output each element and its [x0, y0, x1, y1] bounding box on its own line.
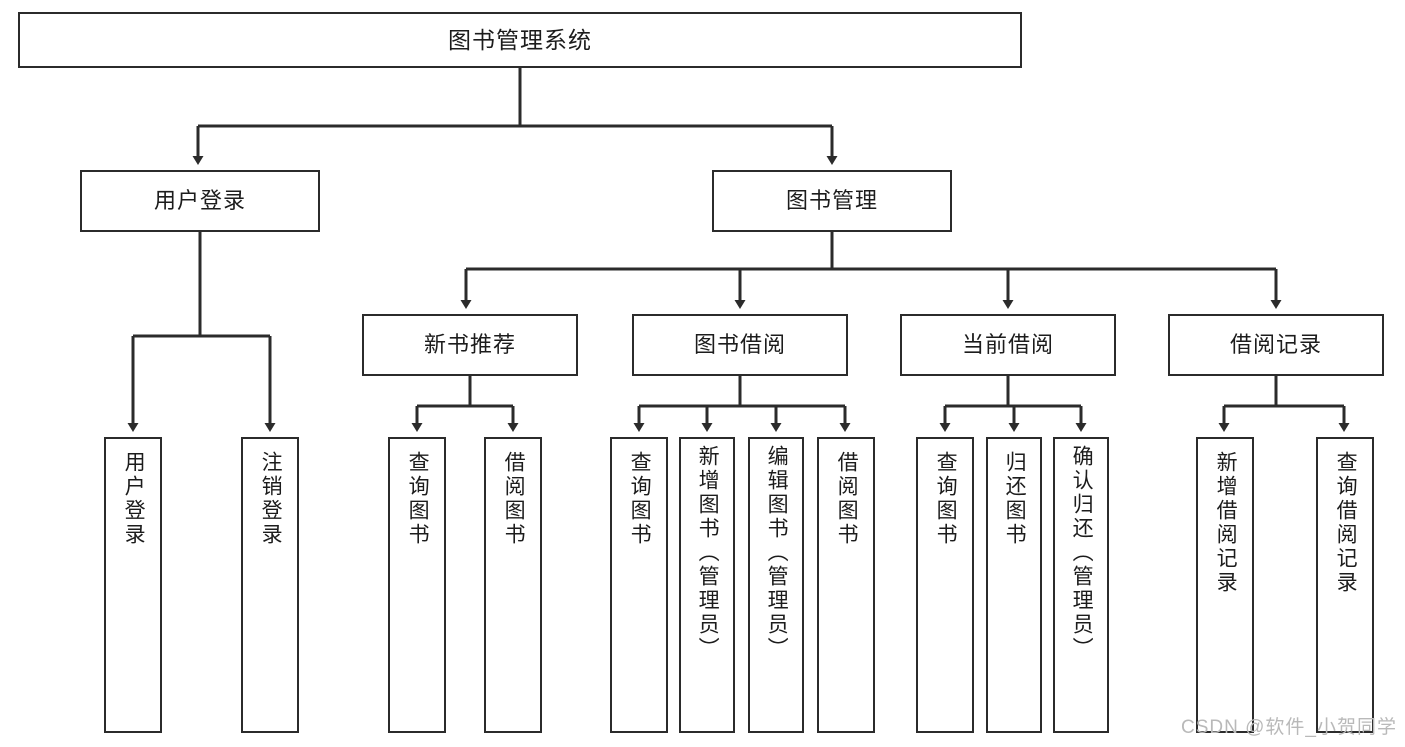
node-user-login[interactable]: 用户登录 — [80, 170, 320, 232]
node-book-management[interactable]: 图书管理 — [712, 170, 952, 232]
node-current-borrow[interactable]: 当前借阅 — [900, 314, 1116, 376]
node-new-book-recommend[interactable]: 新书推荐 — [362, 314, 578, 376]
leaf-add-borrow-record[interactable]: 新增借阅记录 — [1196, 437, 1254, 733]
leaf-confirm-return-admin-label: 确认归还（管理员） — [1070, 445, 1094, 661]
leaf-query-borrow-record[interactable]: 查询借阅记录 — [1316, 437, 1374, 733]
leaf-borrow-book-recommend-label: 借阅图书 — [502, 451, 526, 547]
leaf-query-book-current-label: 查询图书 — [934, 451, 958, 547]
node-borrow-records-label: 借阅记录 — [1229, 332, 1322, 358]
node-user-login-label: 用户登录 — [153, 188, 246, 214]
leaf-user-login-label: 用户登录 — [122, 451, 146, 547]
leaf-user-login[interactable]: 用户登录 — [104, 437, 162, 733]
leaf-query-book-borrow-label: 查询图书 — [628, 451, 652, 547]
leaf-logout-label: 注销登录 — [259, 451, 283, 547]
node-current-borrow-label: 当前借阅 — [961, 332, 1054, 358]
leaf-confirm-return-admin[interactable]: 确认归还（管理员） — [1053, 437, 1109, 733]
leaf-add-borrow-record-label: 新增借阅记录 — [1214, 451, 1238, 595]
node-book-borrow[interactable]: 图书借阅 — [632, 314, 848, 376]
leaf-borrow-book[interactable]: 借阅图书 — [817, 437, 875, 733]
node-root-label: 图书管理系统 — [448, 26, 592, 53]
leaf-edit-book-admin-label: 编辑图书（管理员） — [765, 445, 789, 661]
node-new-book-recommend-label: 新书推荐 — [423, 332, 516, 358]
node-root[interactable]: 图书管理系统 — [18, 12, 1022, 68]
node-book-borrow-label: 图书借阅 — [693, 332, 786, 358]
leaf-edit-book-admin[interactable]: 编辑图书（管理员） — [748, 437, 804, 733]
leaf-add-book-admin-label: 新增图书（管理员） — [696, 445, 720, 661]
leaf-query-borrow-record-label: 查询借阅记录 — [1334, 451, 1358, 595]
node-book-management-label: 图书管理 — [785, 188, 878, 214]
node-borrow-records[interactable]: 借阅记录 — [1168, 314, 1384, 376]
leaf-query-book-recommend-label: 查询图书 — [406, 451, 430, 547]
leaf-query-book-recommend[interactable]: 查询图书 — [388, 437, 446, 733]
leaf-logout[interactable]: 注销登录 — [241, 437, 299, 733]
leaf-query-book-current[interactable]: 查询图书 — [916, 437, 974, 733]
leaf-return-book[interactable]: 归还图书 — [986, 437, 1042, 733]
leaf-borrow-book-recommend[interactable]: 借阅图书 — [484, 437, 542, 733]
leaf-borrow-book-label: 借阅图书 — [835, 451, 859, 547]
leaf-query-book-borrow[interactable]: 查询图书 — [610, 437, 668, 733]
leaf-add-book-admin[interactable]: 新增图书（管理员） — [679, 437, 735, 733]
leaf-return-book-label: 归还图书 — [1003, 451, 1027, 547]
